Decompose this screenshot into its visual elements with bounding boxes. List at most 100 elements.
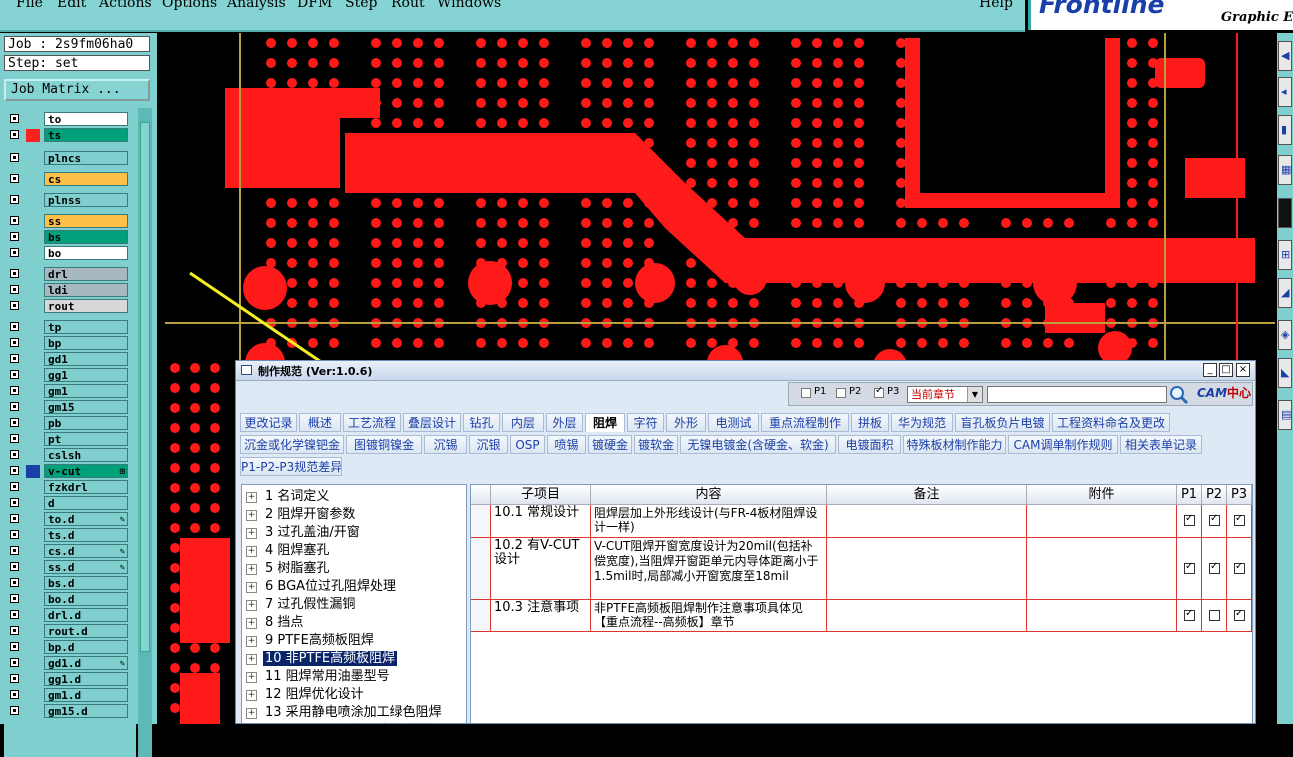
layer-list-scrollbar[interactable] bbox=[138, 108, 152, 757]
layer-name[interactable]: bo bbox=[44, 246, 128, 260]
filter-p2-checkbox[interactable] bbox=[836, 388, 846, 398]
layer-row[interactable]: gg1 bbox=[6, 368, 128, 382]
cell-attachment[interactable] bbox=[1027, 505, 1177, 538]
expand-icon[interactable]: + bbox=[246, 618, 257, 629]
layer-row[interactable]: bp.d bbox=[6, 640, 128, 654]
layer-checkbox[interactable] bbox=[10, 232, 19, 241]
layer-name[interactable]: rout.d bbox=[44, 624, 128, 638]
tab-tabs_row1-6[interactable]: 外层 bbox=[546, 413, 583, 432]
cell-attachment[interactable] bbox=[1027, 600, 1177, 632]
tab-tabs_row1-9[interactable]: 外形 bbox=[666, 413, 706, 432]
chapter-select[interactable]: 当前章节▼ bbox=[907, 386, 983, 403]
p1-checkbox[interactable] bbox=[1184, 608, 1195, 621]
expand-icon[interactable]: + bbox=[246, 690, 257, 701]
tree-node[interactable]: +2 阻焊开窗参数 bbox=[246, 506, 357, 524]
grid-header[interactable]: 内容 bbox=[591, 485, 827, 505]
tree-node[interactable]: +4 阻焊塞孔 bbox=[246, 542, 331, 560]
tab-tabs_row3-0[interactable]: P1-P2-P3规范差异 bbox=[240, 457, 342, 476]
layer-row[interactable]: gd1.d✎ bbox=[6, 656, 128, 670]
tab-tabs_row1-15[interactable]: 工程资料命名及更改 bbox=[1052, 413, 1170, 432]
p1-checkbox[interactable] bbox=[1184, 561, 1195, 574]
layer-row[interactable]: fzkdrl bbox=[6, 480, 128, 494]
tree-node[interactable]: +1 名词定义 bbox=[246, 488, 331, 506]
layer-checkbox[interactable] bbox=[10, 195, 19, 204]
layer-name[interactable]: bs bbox=[44, 230, 128, 244]
expand-icon[interactable]: + bbox=[246, 708, 257, 719]
layer-name[interactable]: d bbox=[44, 496, 128, 510]
layer-name[interactable]: ts.d bbox=[44, 528, 128, 542]
p1-checkbox[interactable] bbox=[1184, 513, 1195, 526]
layer-row[interactable]: cs.d✎ bbox=[6, 544, 128, 558]
layer-name[interactable]: to bbox=[44, 112, 128, 126]
layer-checkbox[interactable] bbox=[10, 578, 19, 587]
menu-help[interactable]: Help bbox=[979, 0, 1013, 11]
tab-tabs_row2-7[interactable]: 镀软金 bbox=[634, 435, 678, 454]
expand-icon[interactable]: + bbox=[246, 600, 257, 611]
layer-row[interactable]: plnss bbox=[6, 193, 128, 207]
layer-checkbox[interactable] bbox=[10, 610, 19, 619]
cell-note[interactable] bbox=[827, 538, 1027, 600]
layer-checkbox[interactable] bbox=[10, 642, 19, 651]
tab-tabs_row1-5[interactable]: 内层 bbox=[502, 413, 544, 432]
expand-icon[interactable]: + bbox=[246, 492, 257, 503]
layer-row[interactable]: bo bbox=[6, 246, 128, 260]
layer-name[interactable]: fzkdrl bbox=[44, 480, 128, 494]
expand-icon[interactable]: + bbox=[246, 564, 257, 575]
p3-checkbox[interactable] bbox=[1234, 513, 1245, 526]
layer-row[interactable]: bo.d bbox=[6, 592, 128, 606]
tab-tabs_row1-0[interactable]: 更改记录 bbox=[240, 413, 297, 432]
tree-node[interactable]: +12 阻焊优化设计 bbox=[246, 686, 366, 704]
tab-tabs_row2-2[interactable]: 沉锡 bbox=[424, 435, 467, 454]
expand-icon[interactable]: + bbox=[246, 582, 257, 593]
scrollbar-thumb[interactable] bbox=[140, 122, 150, 652]
layer-name[interactable]: to.d✎ bbox=[44, 512, 128, 526]
tab-tabs_row1-8[interactable]: 字符 bbox=[627, 413, 664, 432]
layer-row[interactable]: ss.d✎ bbox=[6, 560, 128, 574]
p2-checkbox[interactable] bbox=[1209, 513, 1220, 526]
layer-checkbox[interactable] bbox=[10, 114, 19, 123]
expand-icon[interactable]: + bbox=[246, 546, 257, 557]
layer-checkbox[interactable] bbox=[10, 153, 19, 162]
tool-layer-icon[interactable]: ◢ bbox=[1278, 278, 1292, 308]
layer-row[interactable]: v-cut⊞ bbox=[6, 464, 128, 478]
p2-checkbox[interactable] bbox=[1209, 610, 1220, 621]
tree-node[interactable]: +6 BGA位过孔阻焊处理 bbox=[246, 578, 398, 596]
layer-row[interactable]: ldi bbox=[6, 283, 128, 297]
layer-name[interactable]: gd1 bbox=[44, 352, 128, 366]
tool-frame-icon[interactable]: ▮ bbox=[1278, 115, 1292, 145]
layer-row[interactable]: pt bbox=[6, 432, 128, 446]
layer-row[interactable]: rout.d bbox=[6, 624, 128, 638]
menu-options[interactable]: Options bbox=[162, 0, 218, 11]
layer-row[interactable]: gd1 bbox=[6, 352, 128, 366]
tree-node[interactable]: +8 挡点 bbox=[246, 614, 305, 632]
layer-name[interactable]: gm1 bbox=[44, 384, 128, 398]
menu-rout[interactable]: Rout bbox=[391, 0, 425, 11]
layer-checkbox[interactable] bbox=[10, 658, 19, 667]
layer-checkbox[interactable] bbox=[10, 418, 19, 427]
layer-checkbox[interactable] bbox=[10, 269, 19, 278]
layer-checkbox[interactable] bbox=[10, 674, 19, 683]
cell-content[interactable]: 阻焊层加上外形线设计(与FR-4板材阻焊设计一样) bbox=[591, 505, 827, 538]
layer-checkbox[interactable] bbox=[10, 706, 19, 715]
menu-edit[interactable]: Edit bbox=[57, 0, 87, 11]
layer-row[interactable]: pb bbox=[6, 416, 128, 430]
layer-row[interactable]: gm1 bbox=[6, 384, 128, 398]
layer-row[interactable]: rout bbox=[6, 299, 128, 313]
tab-tabs_row2-11[interactable]: CAM调单制作规则 bbox=[1008, 435, 1118, 454]
layer-checkbox[interactable] bbox=[10, 546, 19, 555]
layer-row[interactable]: bp bbox=[6, 336, 128, 350]
layer-checkbox[interactable] bbox=[10, 386, 19, 395]
close-button[interactable]: × bbox=[1236, 363, 1250, 377]
tab-tabs_row1-12[interactable]: 拼板 bbox=[851, 413, 889, 432]
layer-name[interactable]: drl bbox=[44, 267, 128, 281]
tab-tabs_row2-4[interactable]: OSP bbox=[510, 435, 545, 454]
layer-name[interactable]: pb bbox=[44, 416, 128, 430]
grid-header[interactable]: 附件 bbox=[1027, 485, 1177, 505]
layer-row[interactable]: cs bbox=[6, 172, 128, 186]
layer-name[interactable]: drl.d bbox=[44, 608, 128, 622]
layer-name[interactable]: gm15.d bbox=[44, 704, 128, 718]
layer-checkbox[interactable] bbox=[10, 301, 19, 310]
layer-name[interactable]: bp.d bbox=[44, 640, 128, 654]
expand-icon[interactable]: + bbox=[246, 636, 257, 647]
tab-tabs_row1-13[interactable]: 华为规范 bbox=[891, 413, 953, 432]
